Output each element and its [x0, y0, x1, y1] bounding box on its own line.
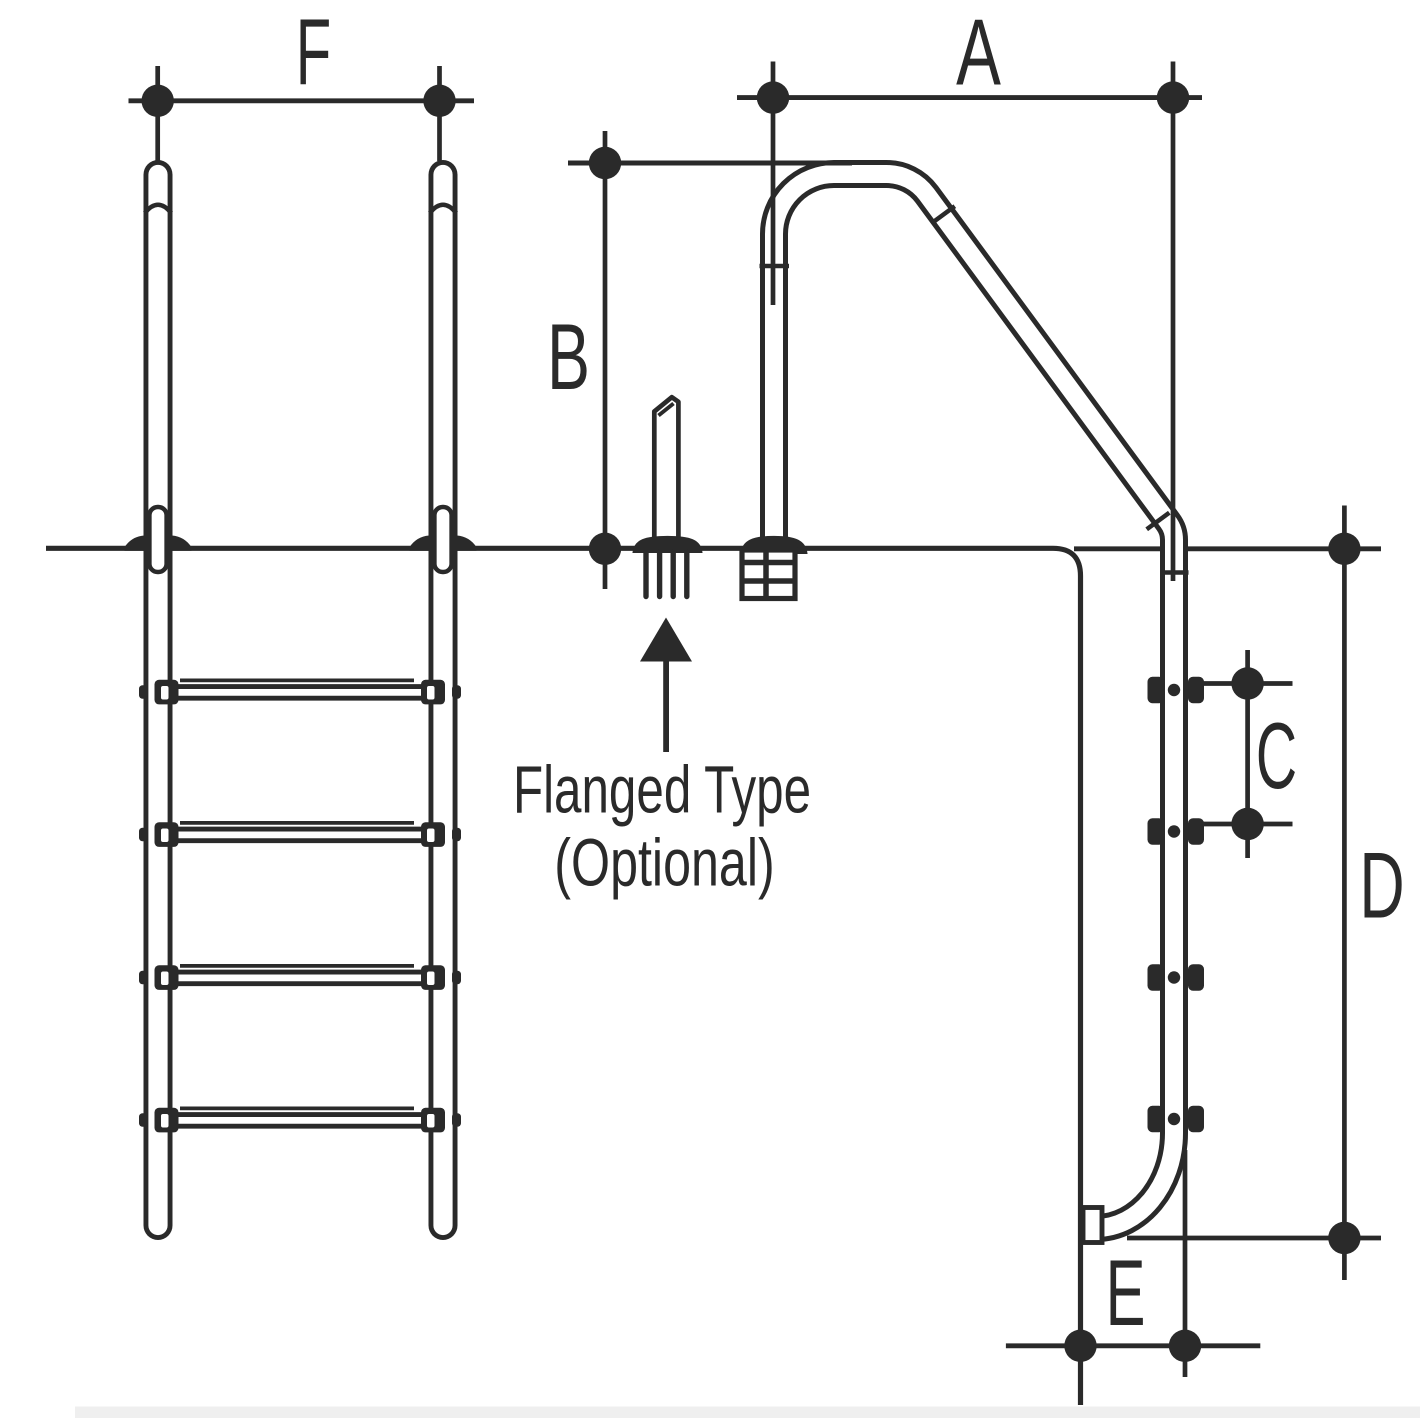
svg-text:C: C	[1256, 705, 1297, 809]
svg-text:B: B	[547, 305, 590, 410]
svg-text:(Optional): (Optional)	[554, 827, 774, 900]
svg-text:E: E	[1106, 1240, 1146, 1345]
svg-text:D: D	[1359, 833, 1404, 938]
svg-text:Flanged Type: Flanged Type	[513, 753, 811, 827]
svg-text:F: F	[296, 0, 331, 105]
svg-text:A: A	[956, 1, 1001, 106]
